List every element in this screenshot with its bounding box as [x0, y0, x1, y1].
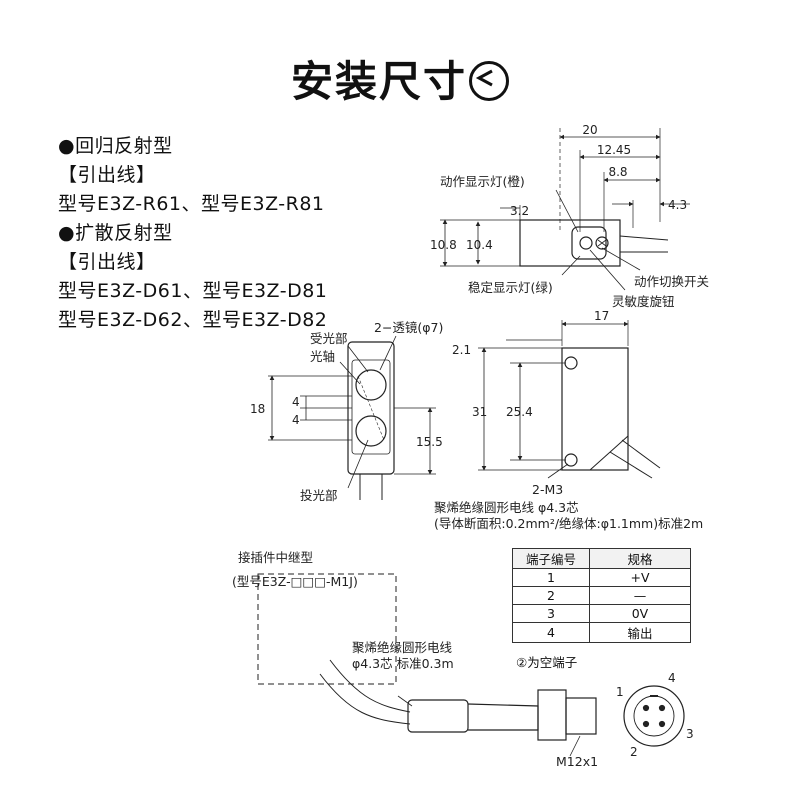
dim-10-8: 10.8: [430, 238, 457, 252]
side-view: [478, 320, 661, 479]
spec-line-retro: ●回归反射型: [58, 135, 173, 157]
table-row: 4 输出: [512, 622, 691, 643]
m3-label: 2-M3: [532, 482, 563, 497]
mount-hole-bottom-icon: [564, 453, 578, 467]
connector-type: 接插件中继型: [238, 550, 313, 565]
table-cell: —: [589, 586, 691, 605]
table-cell: 3: [512, 604, 590, 623]
table-row: 3 0V: [512, 604, 691, 623]
title-text: 安装尺寸: [290, 57, 467, 106]
dim-15-5: 15.5: [416, 435, 443, 449]
connector-sleeve: [407, 699, 469, 733]
spec-line-lead2: 【引出线】: [58, 251, 156, 273]
mode-switch-label: 动作切换开关: [634, 274, 709, 289]
table-header-row: 端子编号 规格: [512, 548, 691, 569]
dim-8-8: 8.8: [608, 165, 627, 179]
spec-line-lead1: 【引出线】: [58, 164, 156, 186]
connector-cable-1: 聚烯绝缘圆形电线: [352, 640, 453, 655]
top-view-body: [519, 219, 621, 267]
spec-line-model-d2: 型号E3Z-D62、型号E3Z-D82: [58, 309, 328, 331]
spec-line-model-d1: 型号E3Z-D61、型号E3Z-D81: [58, 280, 328, 302]
table-header: 端子编号: [512, 548, 590, 569]
dim-25-4: 25.4: [506, 405, 533, 419]
dim-4-3: 4.3: [668, 198, 687, 212]
pin-2-label: 2: [630, 745, 638, 759]
front-view: [268, 335, 436, 500]
lens-label: 2−透镜(φ7): [374, 320, 443, 335]
pin-4-label: 4: [668, 671, 676, 685]
page-title: 安装尺寸: [0, 48, 800, 109]
spec-line-model-r: 型号E3Z-R61、型号E3Z-R81: [58, 193, 325, 215]
table-cell: +V: [589, 568, 691, 587]
connector-cable-2: φ4.3芯 标准0.3m: [352, 656, 454, 671]
table-cell: 4: [512, 622, 590, 643]
dim-2-1: 2.1: [452, 343, 471, 357]
pin-2-icon: [642, 720, 650, 728]
pin-3-icon: [658, 720, 666, 728]
pin-3-label: 3: [686, 727, 694, 741]
table-cell: 0V: [589, 604, 691, 623]
table-cell: 输出: [589, 622, 691, 643]
dim-4b: 4: [292, 413, 300, 427]
side-view-body: [561, 347, 629, 471]
switch-icon: [579, 236, 593, 250]
pin-4-icon: [658, 704, 666, 712]
top-view: [440, 128, 690, 291]
mount-hole-top-icon: [564, 356, 578, 370]
table-cell: 2: [512, 586, 590, 605]
optical-axis-label: 光轴: [310, 349, 335, 364]
connector-model: (型号E3Z-□□□-M1J): [232, 574, 358, 589]
table-header: 规格: [589, 548, 691, 569]
pin-face-outer: [623, 685, 685, 747]
dim-31: 31: [472, 405, 487, 419]
dim-3-2: 3.2: [510, 204, 529, 218]
emitter-label: 投光部: [300, 488, 338, 503]
dim-4a: 4: [292, 395, 300, 409]
dashed-box: [257, 573, 397, 685]
knob-icon: [595, 236, 609, 250]
pin-face-inner: [633, 695, 675, 737]
table-row: 2 —: [512, 586, 691, 605]
pin-1-icon: [642, 704, 650, 712]
sens-knob-label: 灵敏度旋钮: [612, 294, 675, 309]
led-window: [571, 226, 607, 260]
cable-label-2: (导体断面积:0.2mm²/绝缘体:φ1.1mm)标准2m: [434, 516, 703, 531]
dim-12-45: 12.45: [597, 143, 631, 157]
dim-20: 20: [582, 123, 597, 137]
pin-1-label: 1: [616, 685, 624, 699]
table-cell: 1: [512, 568, 590, 587]
receiver-lens-icon: [355, 369, 387, 401]
terminal-table: 端子编号 规格 1 +V 2 — 3 0V 4 输出: [512, 548, 691, 643]
receiver-label: 受光部: [310, 331, 348, 346]
dim-18: 18: [250, 402, 265, 416]
dim-17: 17: [594, 309, 609, 323]
dim-10-4: 10.4: [466, 238, 493, 252]
table-row: 1 +V: [512, 568, 691, 587]
emitter-lens-icon: [355, 415, 387, 447]
connector-drawing: [257, 573, 685, 757]
circle-arrow-left-icon: [469, 60, 509, 101]
stable-led-label: 稳定显示灯(绿): [468, 280, 553, 295]
coupling-nut: [537, 689, 567, 741]
thread-label: M12x1: [556, 754, 598, 769]
table-note: ②为空端子: [516, 655, 578, 670]
spec-line-diffuse: ●扩散反射型: [58, 222, 173, 244]
cable-label-1: 聚烯绝缘圆形电线 φ4.3芯: [434, 500, 579, 515]
spec-list: ●回归反射型 【引出线】 型号E3Z-R61、型号E3Z-R81 ●扩散反射型 …: [58, 132, 327, 335]
connector-tip: [565, 697, 597, 735]
op-led-label: 动作显示灯(橙): [440, 174, 525, 189]
